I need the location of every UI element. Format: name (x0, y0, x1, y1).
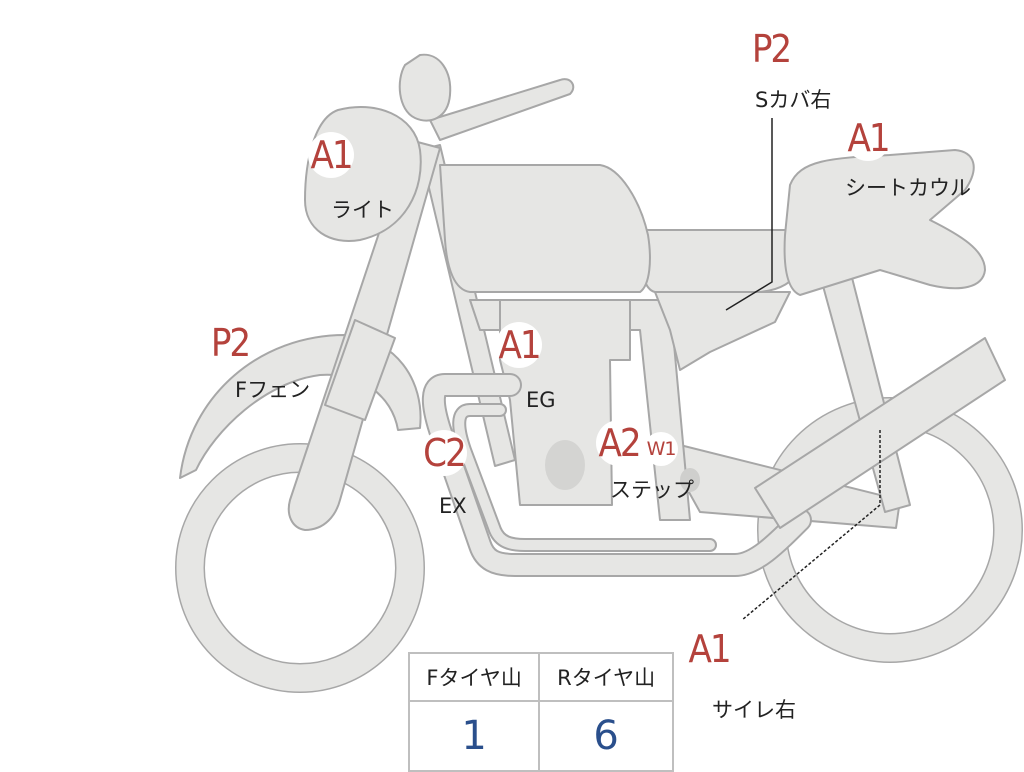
tire-tread-table: Fタイヤ山 Rタイヤ山 1 6 (407, 652, 674, 772)
front-tire-header: Fタイヤ山 (407, 652, 541, 702)
seat (639, 229, 802, 293)
grade-badge-seat-cowl: A1 (845, 115, 891, 161)
footpeg (680, 468, 700, 492)
part-label-seat-cover: Sカバ右 (755, 88, 832, 112)
mirror (398, 53, 452, 122)
engine-cover (545, 440, 585, 490)
grade-badge-exhaust: C2 (421, 430, 467, 476)
part-label-seat-cowl: シートカウル (845, 176, 971, 200)
fuel-tank (439, 164, 651, 293)
part-label-silencer: サイレ右 (712, 698, 796, 722)
front-tire-value: 1 (407, 700, 541, 772)
side-cover (654, 291, 791, 371)
grade-badge-seat-cover: P2 (748, 26, 794, 72)
grade-badge-light: A1 (308, 132, 354, 178)
leader-line-silencer (741, 430, 881, 621)
part-label-light: ライト (331, 198, 394, 222)
handlebar (429, 78, 575, 141)
leader-line-seat-cover (725, 118, 773, 311)
part-label-step: ステップ (610, 478, 694, 502)
grade-badge-step: A2 (596, 420, 642, 466)
grade-badge-step-extra: W1 (644, 432, 678, 466)
grade-badge-f-fender: P2 (207, 320, 253, 366)
front-wheel (175, 443, 425, 693)
grade-badge-engine: A1 (496, 322, 542, 368)
rear-tire-value: 6 (538, 700, 674, 772)
grade-badge-silencer: A1 (686, 626, 732, 672)
fork-upper (324, 319, 396, 421)
seat-cowl (783, 149, 986, 296)
part-label-exhaust: EX (439, 494, 467, 518)
part-label-f-fender: Fフェン (235, 378, 311, 402)
rear-tire-header: Rタイヤ山 (538, 652, 674, 702)
part-label-engine: EG (526, 388, 556, 412)
